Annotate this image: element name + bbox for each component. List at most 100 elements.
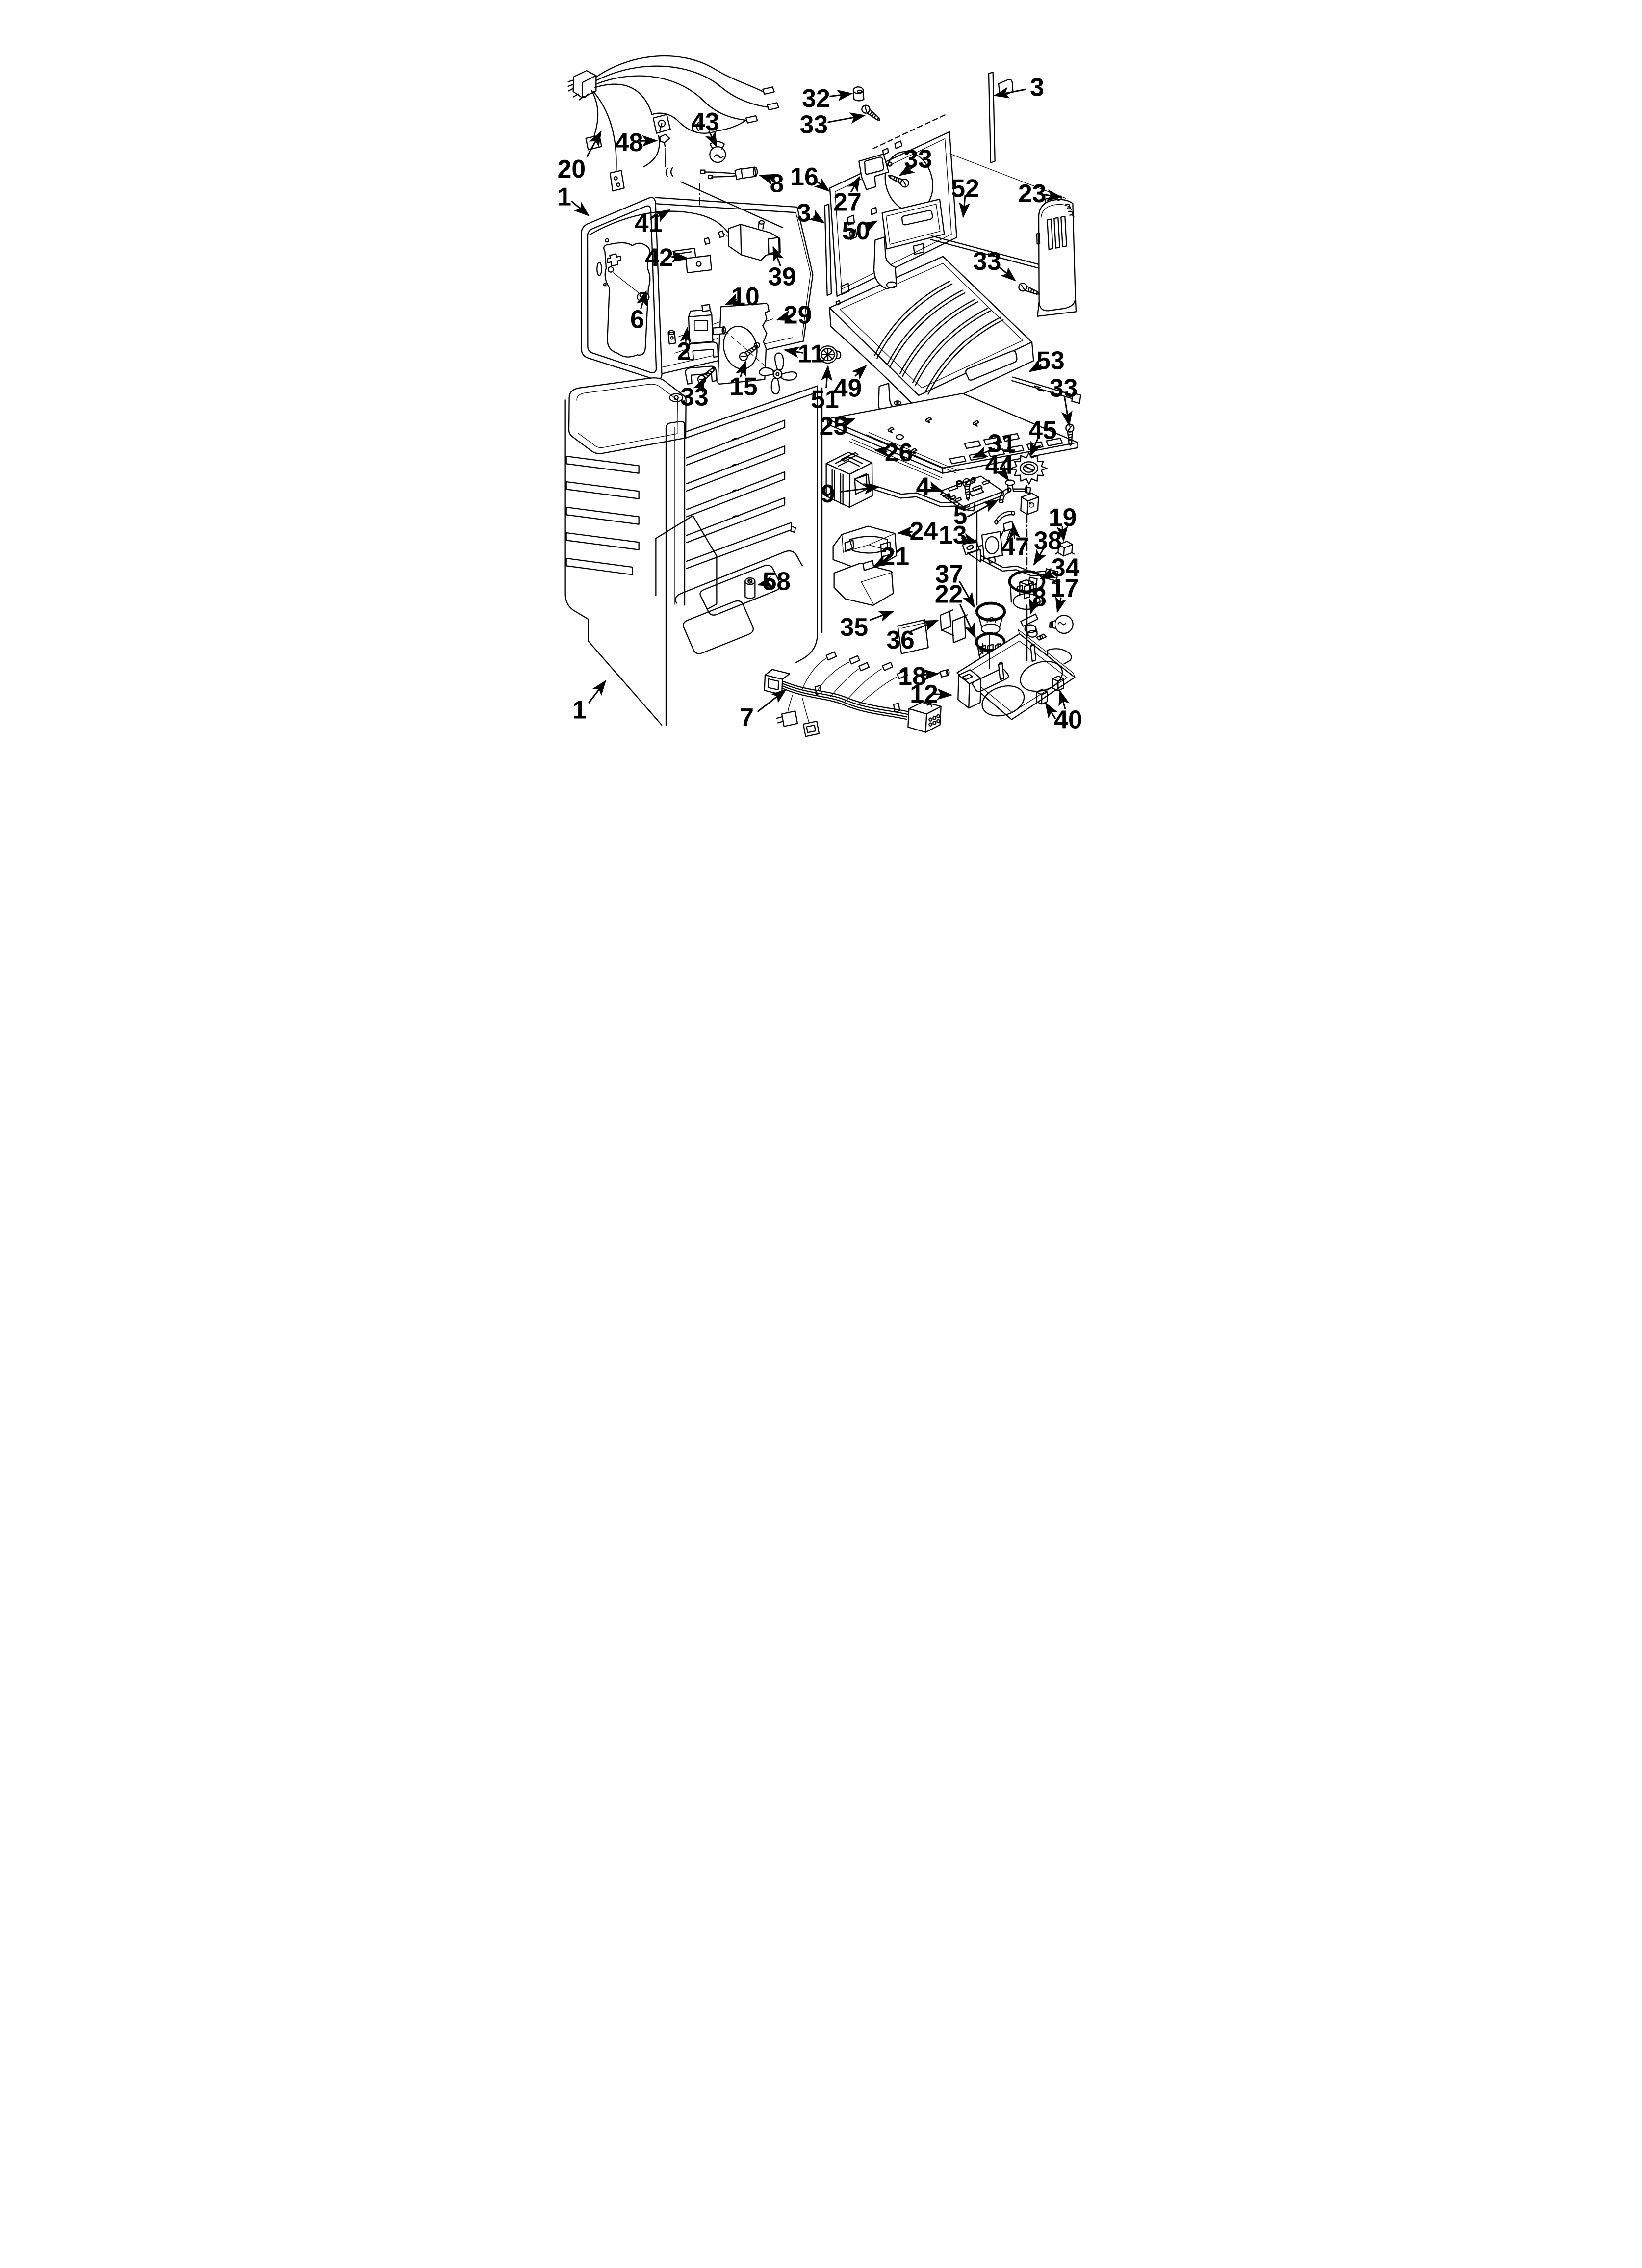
callout-arrow: [1058, 690, 1070, 709]
callout-number: 7: [740, 703, 754, 731]
alignment-lines: [976, 485, 1028, 669]
callout-18-49: 18: [898, 662, 940, 690]
callout-arrow: [776, 310, 793, 321]
callout-number: 6: [630, 305, 644, 334]
callout-number: 20: [558, 155, 586, 183]
callout-43-2: 43: [691, 107, 719, 148]
rail-53: [1011, 376, 1081, 404]
clip-48: [659, 133, 670, 167]
plate-35: [897, 619, 929, 654]
defrost-timer-knob-45: [1010, 452, 1048, 485]
callout-32-15: 32: [802, 84, 853, 112]
callout-number: 2: [677, 337, 691, 365]
callout-arrow: [926, 481, 944, 493]
fan-blade-11: [759, 352, 797, 394]
callout-7-51: 7: [740, 689, 787, 731]
callout-arrow: [1055, 597, 1067, 613]
callout-number: 50: [842, 216, 870, 245]
line-art: [564, 55, 1081, 737]
tray-12: [956, 629, 1076, 720]
callout-arrow: [680, 327, 692, 343]
callout-number: 17: [1051, 574, 1078, 602]
callout-41-5: 41: [635, 209, 671, 237]
callout-49-28: 49: [834, 365, 867, 402]
callout-number: 19: [1049, 503, 1077, 532]
callout-48-1: 48: [615, 128, 658, 156]
callout-arrow: [839, 417, 856, 429]
callout-10-9: 10: [724, 282, 760, 311]
callout-arrow: [693, 377, 706, 394]
callout-arrow: [959, 195, 971, 218]
callout-number: 18: [898, 662, 926, 690]
callout-number: 49: [834, 374, 862, 402]
callout-arrow: [809, 210, 825, 224]
callout-number: 34: [1052, 553, 1080, 582]
callout-number: 37: [935, 559, 963, 588]
callout-33-16: 33: [800, 110, 866, 138]
callout-number: 52: [951, 174, 979, 202]
callout-number: 16: [790, 162, 818, 191]
duct-27: [858, 153, 890, 190]
clip-19: [1054, 541, 1075, 557]
module-26: [825, 451, 873, 508]
callout-arrow: [995, 465, 1009, 481]
callout-arrow: [921, 669, 940, 681]
callout-arrow: [783, 346, 804, 358]
spacer-32: [852, 86, 865, 102]
page-background: [547, 0, 1095, 756]
cover-23: [1036, 195, 1077, 317]
wire-harness-bottom: [764, 651, 942, 737]
callout-arrow: [1039, 567, 1057, 579]
panel-50: [881, 198, 945, 255]
callout-arrow: [814, 177, 830, 192]
callout-33-25: 33: [973, 247, 1017, 282]
callout-33-29: 33: [1050, 374, 1078, 427]
callout-1-4: 1: [557, 182, 590, 217]
callout-36-48: 36: [886, 620, 939, 654]
callout-52-21: 52: [951, 174, 979, 218]
callout-arrow: [654, 209, 671, 222]
callout-arrow: [997, 264, 1017, 282]
callout-number: 53: [1036, 346, 1064, 375]
socket-8-bottom: [1020, 613, 1039, 638]
grommets-40: [1036, 675, 1064, 705]
callout-2-10: 2: [677, 327, 692, 365]
callout-number: 33: [800, 110, 828, 138]
lamp-socket-8-top: [700, 166, 758, 181]
callout-arrow: [705, 130, 718, 148]
light-bulb-17: [1049, 615, 1074, 634]
callout-number: 22: [935, 580, 963, 608]
callout-3-18: 3: [797, 198, 825, 227]
callout-arrow: [757, 576, 774, 588]
callout-number: 33: [973, 247, 1001, 275]
callout-number: 4: [916, 472, 930, 500]
callout-number: 3: [1030, 73, 1044, 101]
callout-number: 40: [1054, 705, 1082, 734]
callout-51-27: 51: [811, 365, 839, 413]
callout-number: 48: [615, 128, 643, 156]
callout-47-39: 47: [1001, 522, 1029, 560]
callout-number: 9: [821, 479, 835, 508]
callout-number: 41: [635, 209, 663, 237]
callout-20-0: 20: [558, 130, 602, 183]
callout-number: 23: [1018, 179, 1046, 208]
callout-number: 27: [833, 187, 861, 216]
callout-arrow: [1045, 702, 1058, 720]
callout-58-53: 58: [757, 567, 791, 596]
fresh-food-liner: [564, 377, 823, 726]
callout-number: 51: [811, 385, 839, 413]
callout-16-17: 16: [790, 162, 830, 192]
tubes-47: [994, 487, 1016, 525]
callout-number: 15: [729, 372, 757, 400]
callout-24-56: 24: [897, 517, 938, 545]
callout-27-19: 27: [833, 176, 862, 216]
callout-31-34: 31: [972, 429, 1016, 458]
callout-number: 1: [557, 182, 571, 211]
callout-arrow: [961, 533, 979, 545]
callout-arrow: [1029, 438, 1041, 458]
callout-8-45: 8: [1029, 583, 1047, 615]
callout-23-23: 23: [1018, 179, 1063, 208]
callout-number: 45: [1028, 416, 1056, 444]
callout-arrow: [959, 604, 976, 639]
